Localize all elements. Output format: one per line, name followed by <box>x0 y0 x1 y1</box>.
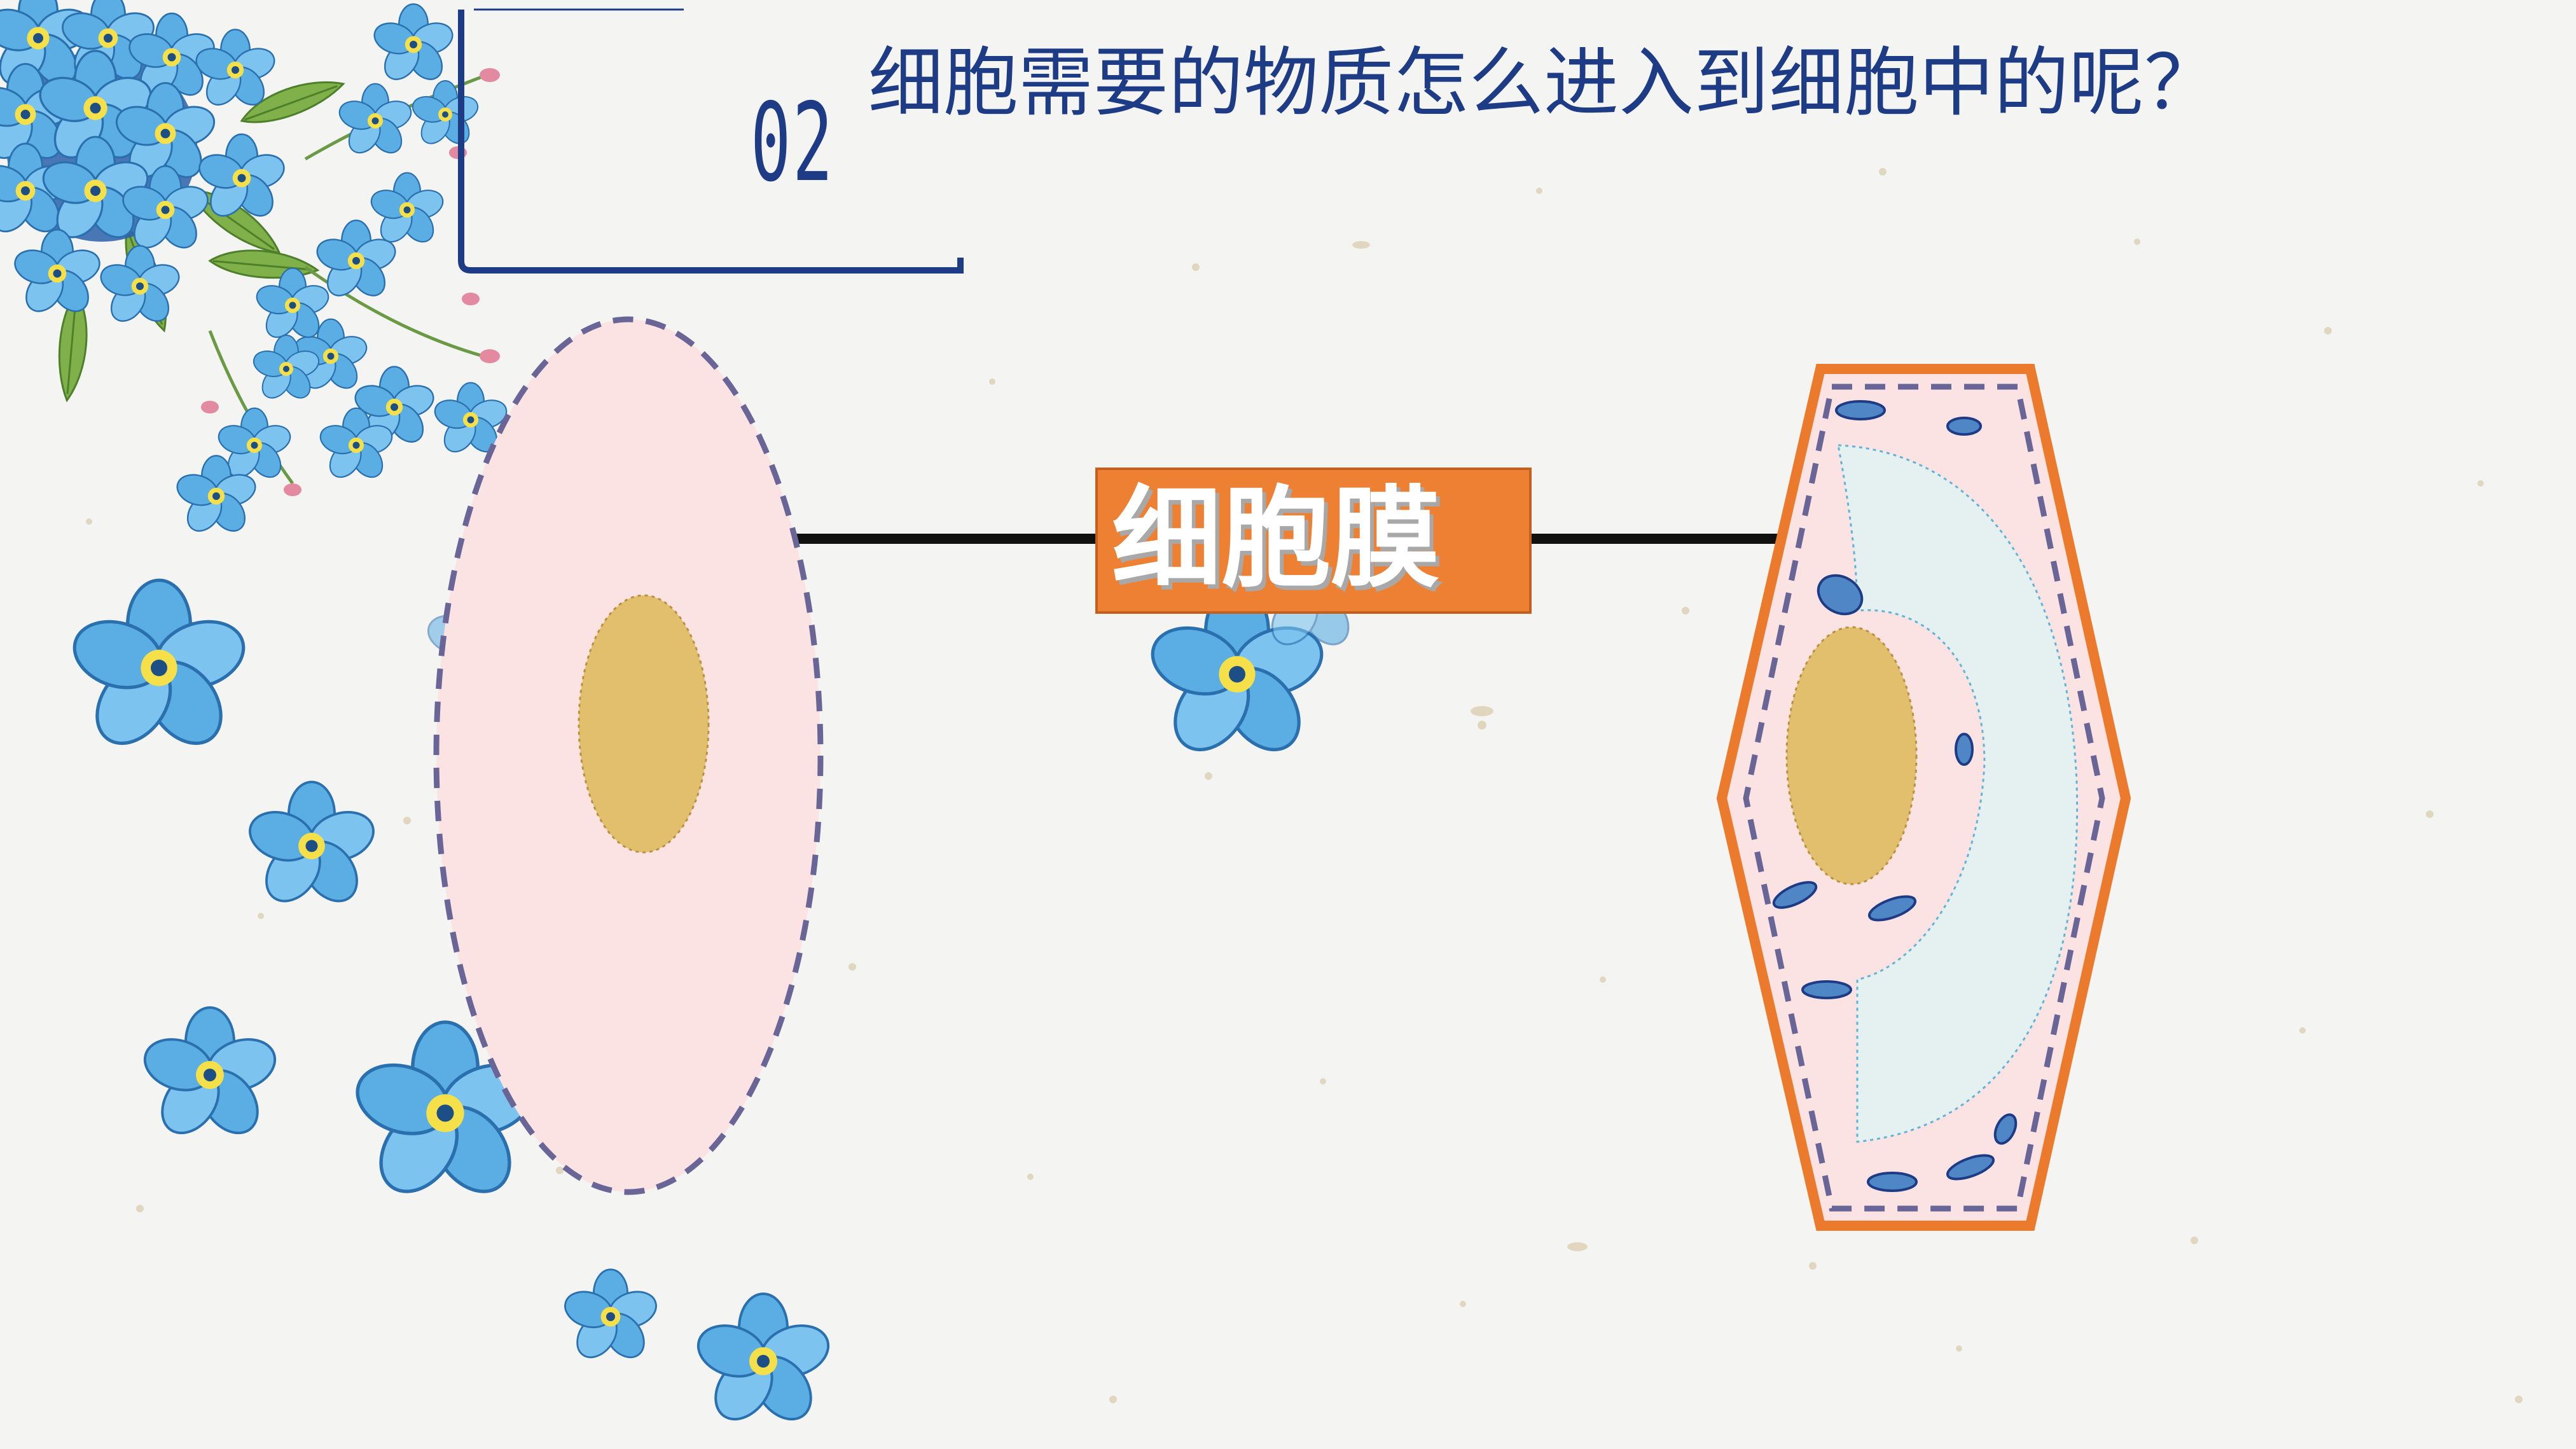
plant-cell-vacuole <box>1837 444 2079 1143</box>
cell-membrane-label-box <box>1095 468 1532 614</box>
plant-cell <box>1716 364 2131 1231</box>
plant-cell-membrane <box>1743 384 2105 1212</box>
section-number: 02 <box>751 80 834 206</box>
plant-cell-nucleus <box>1785 626 1918 885</box>
animal-cell-nucleus <box>578 594 710 854</box>
animal-cell <box>433 316 824 1195</box>
page-title: 细胞需要的物质怎么进入到细胞中的呢？ <box>868 39 2220 127</box>
cell-membrane-label: 细胞膜 <box>1112 475 1440 602</box>
plant-cell-organelles <box>1772 400 2018 1192</box>
